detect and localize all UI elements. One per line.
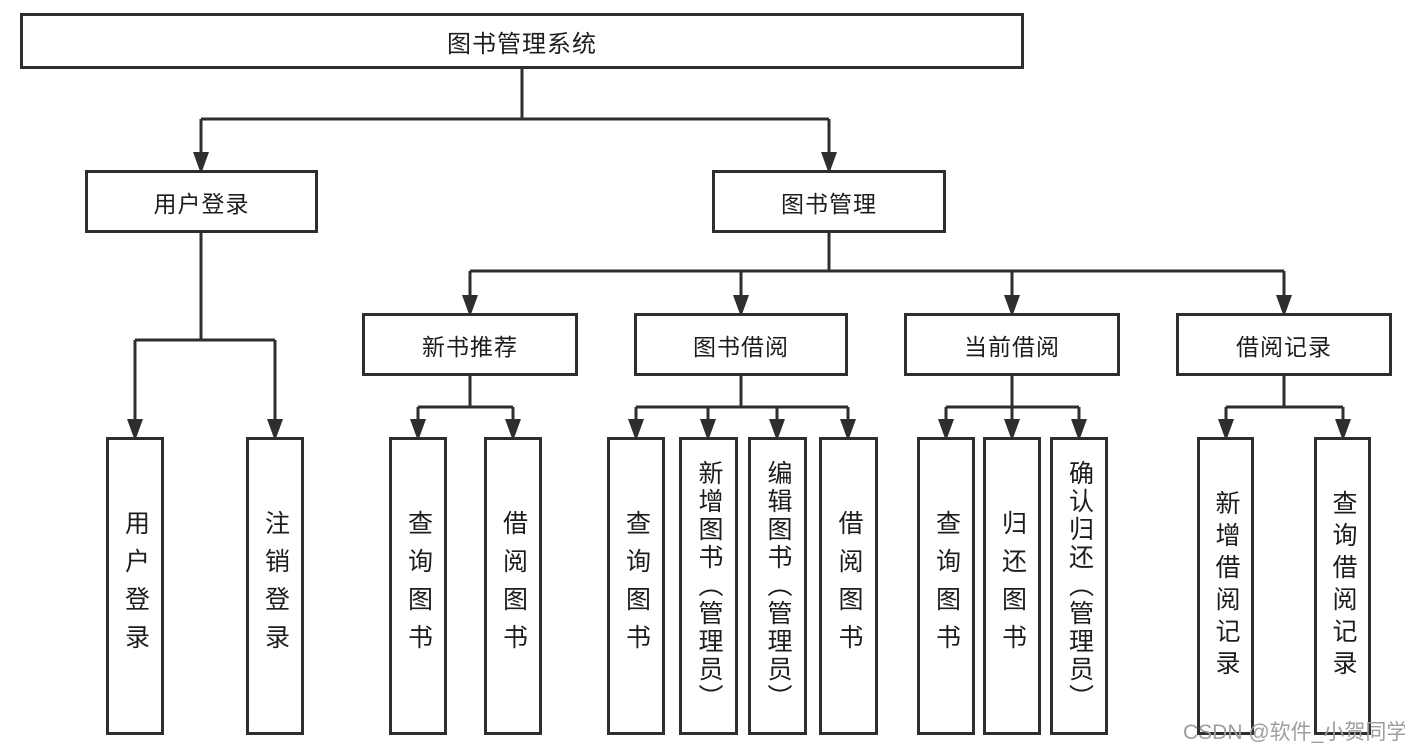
node-label: 查询图书	[932, 510, 961, 662]
node-label: 查询借阅记录	[1329, 490, 1357, 682]
leaf-query-books-recommend: 查询图书	[389, 437, 447, 735]
node-label: 借阅记录	[1236, 333, 1332, 360]
node-book-management: 图书管理	[712, 170, 946, 233]
leaf-user-login: 用户登录	[106, 437, 164, 735]
leaf-borrow-books: 借阅图书	[819, 437, 878, 735]
leaf-confirm-return-admin: 确认归还（管理员）	[1050, 437, 1108, 735]
node-label: 图书管理	[781, 190, 877, 217]
leaf-query-borrow-record: 查询借阅记录	[1314, 437, 1371, 735]
node-label: 用户登录	[121, 510, 150, 662]
node-label: 用户登录	[153, 190, 250, 217]
node-label: 确认归还（管理员）	[1065, 460, 1094, 712]
node-label: 图书借阅	[693, 333, 789, 360]
node-book-borrow: 图书借阅	[634, 313, 848, 376]
node-label: 借阅图书	[499, 510, 528, 662]
leaf-borrow-books-recommend: 借阅图书	[484, 437, 542, 735]
node-label: 借阅图书	[835, 510, 863, 662]
node-label: 新书推荐	[422, 333, 518, 360]
node-label: 注销登录	[261, 510, 290, 662]
node-current-borrow: 当前借阅	[904, 313, 1120, 376]
node-label: 编辑图书（管理员）	[764, 460, 792, 712]
node-label: 图书管理系统	[447, 30, 597, 58]
node-label: 新增图书（管理员）	[695, 460, 723, 712]
node-label: 查询图书	[622, 510, 651, 662]
node-user-login: 用户登录	[85, 170, 318, 233]
leaf-add-books-admin: 新增图书（管理员）	[679, 437, 738, 735]
leaf-edit-books-admin: 编辑图书（管理员）	[748, 437, 807, 735]
csdn-watermark: CSDN @软件_小贺同学	[1183, 721, 1405, 744]
leaf-query-books-current: 查询图书	[917, 437, 975, 735]
leaf-return-books: 归还图书	[983, 437, 1041, 735]
node-label: 新增借阅记录	[1212, 490, 1240, 682]
node-library-management-system: 图书管理系统	[20, 13, 1024, 69]
node-new-book-recommend: 新书推荐	[362, 313, 578, 376]
node-label: 归还图书	[998, 510, 1027, 662]
leaf-logout: 注销登录	[246, 437, 304, 735]
node-borrow-records: 借阅记录	[1176, 313, 1392, 376]
arrowhead-icons	[127, 152, 1351, 441]
node-label: 当前借阅	[964, 333, 1060, 360]
leaf-add-borrow-record: 新增借阅记录	[1197, 437, 1254, 735]
node-label: 查询图书	[404, 510, 433, 662]
leaf-query-books-borrow: 查询图书	[607, 437, 665, 735]
